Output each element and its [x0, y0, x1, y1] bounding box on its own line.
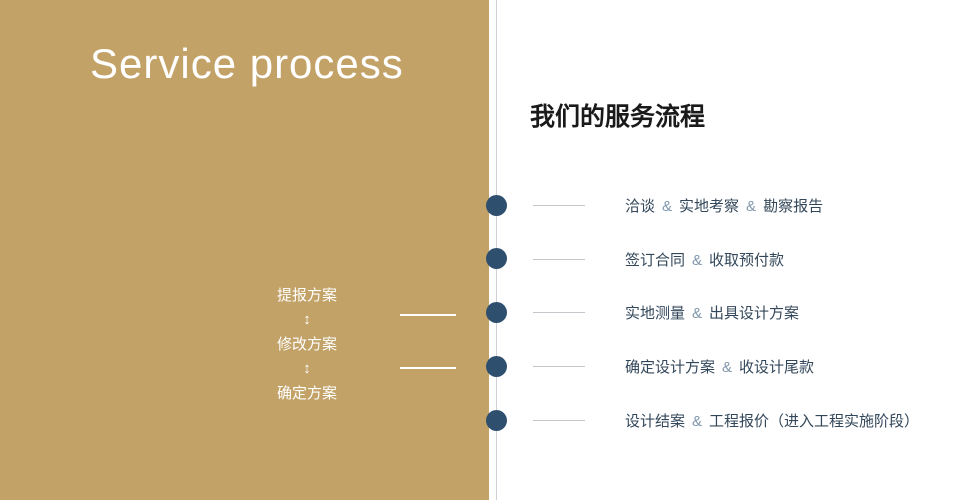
- step-part: 出具设计方案: [709, 304, 800, 322]
- timeline-dot: [486, 356, 507, 377]
- service-step-row: 实地测量&出具设计方案: [533, 301, 799, 323]
- flow-step-submit-proposal: 提报方案: [276, 287, 337, 304]
- step-part: 收设计尾款: [739, 358, 815, 376]
- step-part: 收取预付款: [709, 251, 785, 269]
- timeline-dot: [486, 302, 507, 323]
- step-part: 实地测量: [625, 304, 686, 322]
- connector-line: [400, 314, 456, 316]
- ampersand-separator: &: [662, 197, 673, 215]
- step-part: 洽谈: [625, 197, 656, 215]
- step-part: 工程报价（进入工程实施阶段）: [709, 412, 920, 430]
- service-step-row: 签订合同&收取预付款: [533, 248, 784, 270]
- step-tick-line: [533, 204, 585, 206]
- step-text: 确定设计方案&收设计尾款: [625, 356, 814, 377]
- ampersand-separator: &: [746, 197, 757, 215]
- left-tan-panel: Service process 提报方案 ↕ 修改方案 ↕ 确定方案: [0, 0, 489, 500]
- page-title: 我们的服务流程: [530, 103, 706, 131]
- timeline-dot: [486, 195, 507, 216]
- step-tick-line: [533, 311, 585, 313]
- ampersand-separator: &: [722, 358, 733, 376]
- step-tick-line: [533, 365, 585, 367]
- flow-step-revise-proposal: 修改方案: [276, 336, 337, 353]
- step-tick-line: [533, 419, 585, 421]
- step-part: 实地考察: [679, 197, 740, 215]
- step-part: 勘察报告: [763, 197, 824, 215]
- flow-step-confirm-proposal: 确定方案: [276, 385, 337, 402]
- connector-line: [400, 367, 456, 369]
- service-step-row: 确定设计方案&收设计尾款: [533, 355, 814, 377]
- service-process-heading: Service process: [90, 40, 404, 87]
- ampersand-separator: &: [692, 304, 703, 322]
- step-text: 实地测量&出具设计方案: [625, 302, 799, 323]
- service-step-row: 设计结案&工程报价（进入工程实施阶段）: [533, 409, 919, 431]
- step-text: 签订合同&收取预付款: [625, 249, 784, 270]
- proposal-flow-block: 提报方案 ↕ 修改方案 ↕ 确定方案: [252, 283, 362, 406]
- step-part: 确定设计方案: [625, 358, 716, 376]
- step-tick-line: [533, 258, 585, 260]
- timeline-dot: [486, 248, 507, 269]
- ampersand-separator: &: [692, 412, 703, 430]
- up-down-arrow-icon: ↕: [303, 360, 311, 377]
- step-part: 设计结案: [625, 412, 686, 430]
- step-part: 签订合同: [625, 251, 686, 269]
- step-text: 设计结案&工程报价（进入工程实施阶段）: [625, 410, 919, 431]
- timeline-dot: [486, 410, 507, 431]
- ampersand-separator: &: [692, 251, 703, 269]
- up-down-arrow-icon: ↕: [303, 311, 311, 328]
- step-text: 洽谈&实地考察&勘察报告: [625, 195, 823, 216]
- service-step-row: 洽谈&实地考察&勘察报告: [533, 194, 823, 216]
